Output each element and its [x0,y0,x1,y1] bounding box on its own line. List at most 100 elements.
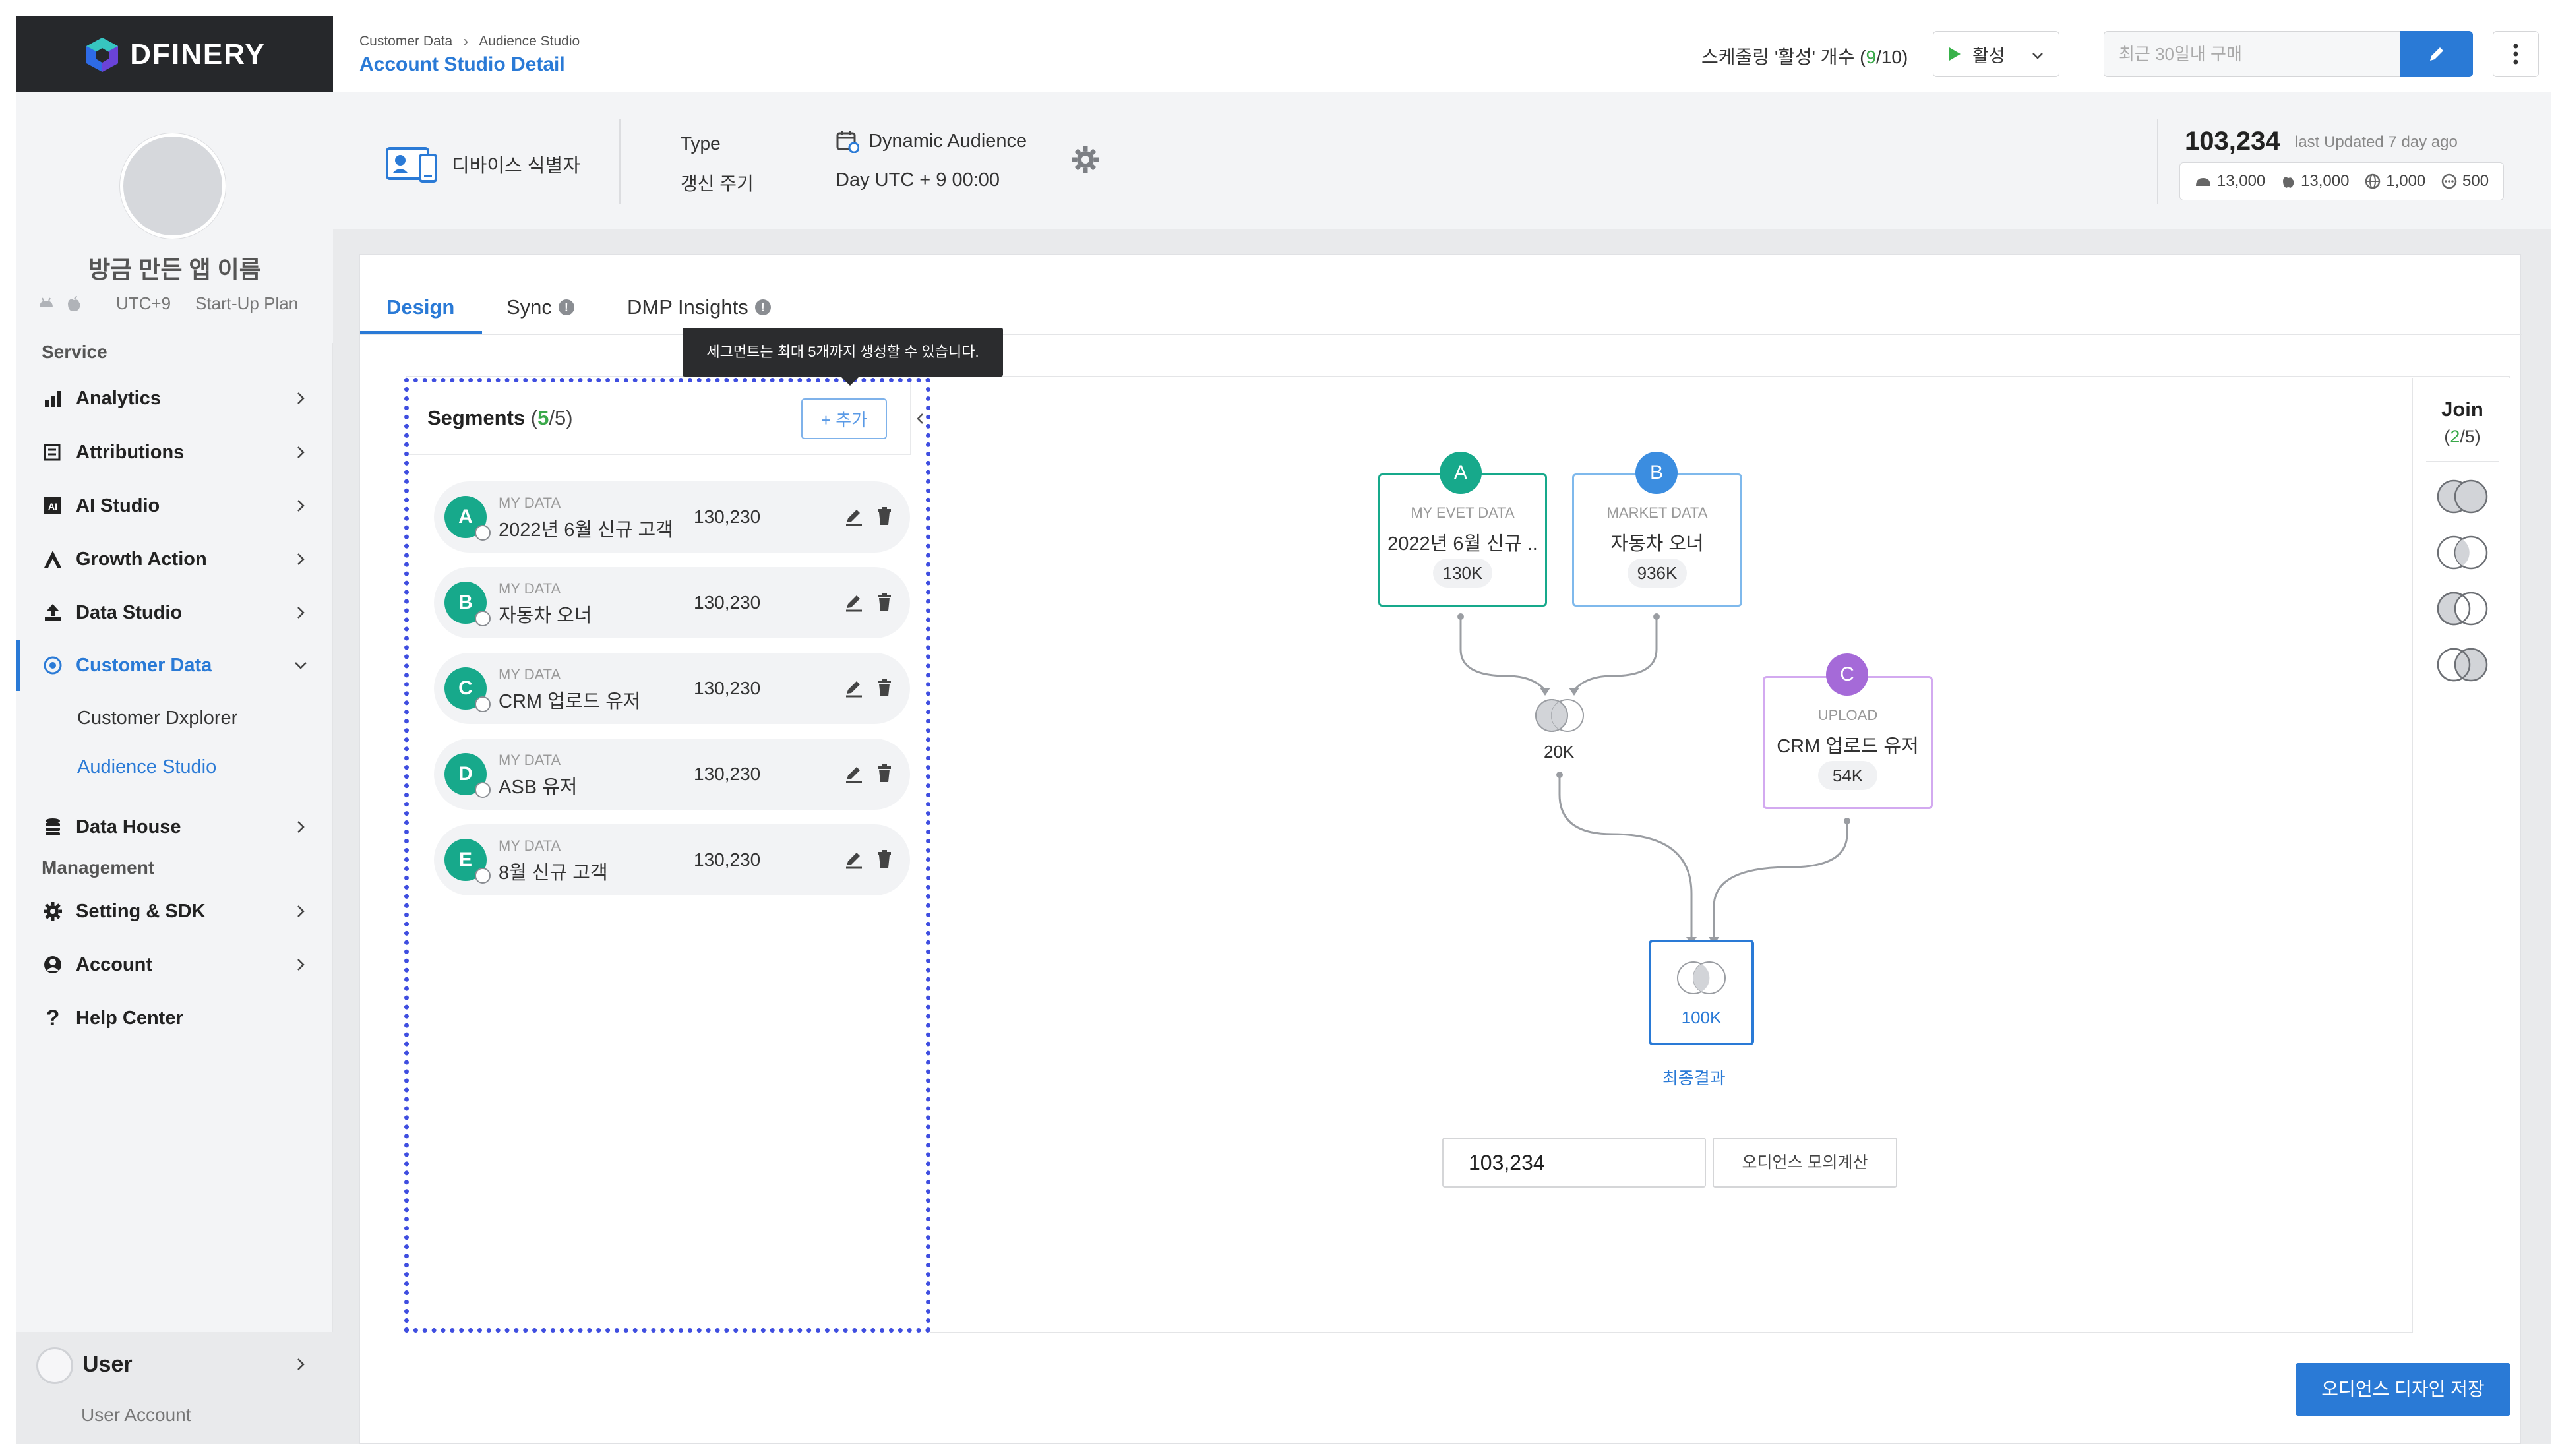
chevron-right-icon [297,553,305,565]
audience-simulate-button[interactable]: 오디언스 모의계산 [1713,1138,1897,1188]
sidebar-item-label: Setting & SDK [76,900,206,922]
timezone: UTC+9 [116,293,171,313]
intersect-join-icon[interactable] [1531,694,1590,737]
identifier-label: 디바이스 식별자 [452,156,580,177]
status-select[interactable]: 활성 [1933,31,2059,77]
sidebar-item-account[interactable]: Account [16,939,333,990]
settings-gear-icon[interactable] [1070,144,1101,175]
flow-node-b[interactable]: MARKET DATA 자동차 오너 936K [1572,473,1742,607]
breadcrumb-separator-icon: › [463,32,469,50]
node-name: CRM 업로드 유저 [1777,736,1919,757]
flow-node-a[interactable]: MY EVET DATA 2022년 6월 신규 .. 130K [1378,473,1547,607]
intersect-join-icon[interactable] [2431,533,2493,572]
sidebar-item-label: Growth Action [76,548,207,570]
svg-text:AI: AI [48,501,57,512]
flow-node-c[interactable]: UPLOAD CRM 업로드 유저 54K [1763,676,1933,809]
status-value: 활성 [1972,46,2005,66]
sidebar-item-data-house[interactable]: Data House [16,801,333,853]
audience-calc-input[interactable]: 103,234 [1442,1138,1706,1188]
app-meta: UTC+9 Start-Up Plan [36,293,326,314]
sidebar-item-attributions[interactable]: Attributions [16,427,333,478]
logo-bar[interactable]: DFINERY [16,16,333,92]
segment-row[interactable]: B MY DATA 자동차 오너 130,230 [434,567,910,638]
pencil-icon[interactable] [844,678,864,698]
cycle-value: Day UTC + 9 00:00 [836,169,1000,191]
calendar-refresh-icon [836,131,859,153]
left-exclude-join-icon[interactable] [2431,589,2493,628]
sidebar-item-help-center[interactable]: ? Help Center [16,992,333,1044]
tab-bar: Design Sync! DMP Insights! [360,255,2522,335]
platform-value: 13,000 [2216,172,2266,190]
segment-badge: B [444,582,487,624]
sidebar-item-ai-studio[interactable]: AI AI Studio [16,480,333,531]
save-audience-design-button[interactable]: 오디언스 디자인 저장 [2296,1363,2510,1416]
clock-icon [475,696,491,712]
trash-icon[interactable] [876,849,893,869]
sidebar-item-growth-action[interactable]: Growth Action [16,533,333,585]
trash-icon[interactable] [876,506,893,526]
join-title: Join [2441,398,2483,421]
sidebar-item-setting-sdk[interactable]: Setting & SDK [16,886,333,937]
breadcrumb-item[interactable]: Customer Data [359,34,453,49]
result-label: 최종결과 [1662,1068,1726,1088]
segment-row[interactable]: E MY DATA 8월 신규 고객 130,230 [434,824,910,895]
segments-count-open: ( [530,406,538,429]
apple-icon [2283,177,2295,188]
segment-row[interactable]: D MY DATA ASB 유저 130,230 [434,739,910,810]
chevron-right-icon [297,959,305,971]
sidebar-item-label: Customer Data [76,654,212,676]
node-source: UPLOAD [1817,707,1878,723]
segments-count-current: 5 [537,406,549,429]
segment-value: 130,230 [694,764,761,784]
trash-icon[interactable] [876,592,893,612]
account-icon [42,954,64,976]
collapse-panel-button[interactable] [910,382,928,455]
trash-icon[interactable] [876,764,893,783]
edit-button[interactable] [2400,31,2473,77]
pencil-icon[interactable] [844,506,864,526]
segment-row[interactable]: A MY DATA 2022년 6월 신규 고객 130,230 [434,481,910,553]
chevron-right-icon [297,905,305,917]
clock-icon [475,525,491,541]
segment-value: 130,230 [694,592,761,613]
clock-icon [475,782,491,798]
sidebar-item-label: Analytics [76,387,161,409]
section-title-management: Management [42,857,155,878]
pencil-icon[interactable] [844,764,864,783]
user-area[interactable]: User User Account [16,1332,333,1444]
segment-row[interactable]: C MY DATA CRM 업로드 유저 130,230 [434,653,910,724]
add-segment-button[interactable]: + 추가 [801,398,887,439]
audience-name-input[interactable]: 최근 30일내 구매 [2104,31,2400,77]
sidebar-subitem-customer-dxplorer[interactable]: Customer Dxplorer [77,708,238,729]
pencil-icon[interactable] [844,592,864,612]
segment-source: MY DATA [499,580,561,597]
active-tab-indicator [360,331,482,334]
app-avatar[interactable] [120,133,226,239]
breadcrumb-item[interactable]: Audience Studio [479,34,580,49]
tab-sync[interactable]: Sync! [506,295,574,319]
tab-dmp-insights[interactable]: DMP Insights! [627,295,771,319]
sidebar-item-customer-data[interactable]: Customer Data [16,640,333,691]
sidebar-item-data-studio[interactable]: Data Studio [16,587,333,638]
sidebar-subitem-audience-studio[interactable]: Audience Studio [77,756,217,777]
union-join-icon[interactable] [2431,477,2493,516]
more-menu-button[interactable] [2493,31,2539,77]
schedule-count: 스케줄링 '활성' 개수 (9/10) [1701,43,1908,69]
join-count-rest: /5) [2460,427,2481,446]
gear-icon [42,900,64,923]
sidebar-item-label: Data Studio [76,601,183,623]
node-value: 936K [1628,559,1687,588]
flow-result-node[interactable]: 100K [1649,940,1754,1045]
schedule-suffix: /10) [1876,47,1908,67]
segments-panel: Segments (5/5) + 추가 A MY DATA 2022년 6월 신… [404,378,930,1333]
sidebar-item-analytics[interactable]: Analytics [16,373,333,424]
type-value-text: Dynamic Audience [868,130,1027,152]
section-title-service: Service [42,342,107,362]
node-source: MARKET DATA [1606,504,1708,521]
pencil-icon[interactable] [844,849,864,869]
tab-design[interactable]: Design [386,295,454,319]
trash-icon[interactable] [876,678,893,698]
ai-icon: AI [42,495,64,517]
chevron-right-icon [297,392,305,404]
right-exclude-join-icon[interactable] [2431,645,2493,684]
